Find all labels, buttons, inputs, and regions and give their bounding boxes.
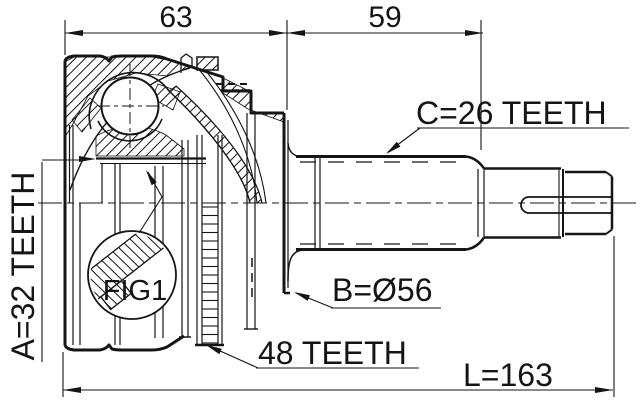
overall-length-label: L=163	[463, 357, 553, 393]
fig1-leader-arrow	[146, 170, 157, 186]
b-leader-arrow	[294, 292, 310, 301]
flange-details	[287, 120, 303, 288]
boot-clamp-band	[196, 56, 219, 71]
c-leader-arrow	[386, 141, 401, 154]
dimension-59-label: 59	[368, 1, 402, 34]
a-leader-arrow	[79, 156, 96, 162]
body-diameter-label: B=Ø56	[332, 272, 433, 308]
abs-ring-teeth-label: 48 TEETH	[258, 335, 407, 371]
shaft-end-slot	[520, 196, 612, 214]
tone-ring-teeth	[202, 206, 218, 344]
drive-shaft	[296, 155, 614, 251]
outer-housing-outline	[63, 54, 290, 352]
ball-bearing	[98, 64, 164, 148]
section-hatching	[64, 56, 285, 204]
spline-tooth-profile	[99, 279, 133, 311]
figure-reference-label: FIG1	[102, 275, 168, 307]
dimension-arrowheads	[63, 30, 613, 393]
outer-spline-teeth-label: C=26 TEETH	[416, 95, 607, 131]
abs-tone-ring	[179, 135, 224, 347]
teeth48-leader-arrow	[206, 345, 222, 355]
inner-spline-teeth-label: A=32 TEETH	[5, 171, 41, 361]
dimension-63-label: 63	[159, 1, 193, 34]
fig1-detail-circle	[87, 170, 177, 320]
